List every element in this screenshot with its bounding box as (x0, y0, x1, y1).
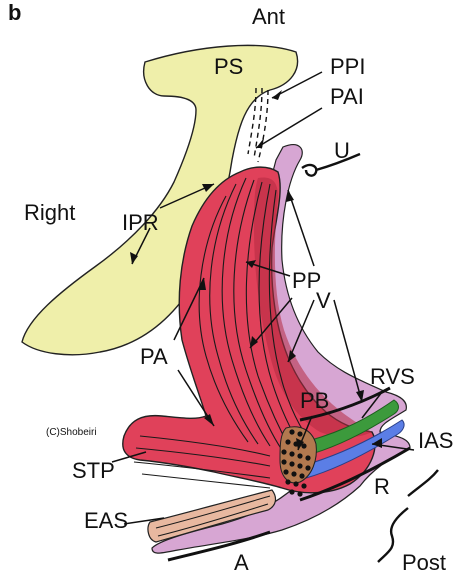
ant-label: Ant (252, 6, 285, 28)
panel-label: b (8, 2, 21, 24)
copyright-label: (C)Shobeiri (46, 428, 97, 438)
ppi-label: PPI (330, 56, 365, 78)
right-label: Right (24, 202, 75, 224)
pb-label: PB (300, 390, 329, 412)
ipr-label: IPR (122, 212, 159, 234)
post-label: Post (402, 552, 446, 574)
u-label: U (334, 140, 350, 162)
stp-label: STP (72, 460, 115, 482)
pa-label: PA (140, 346, 168, 368)
ias-label: IAS (418, 430, 453, 452)
urethra-mark (302, 154, 360, 176)
rvs-label: RVS (370, 366, 415, 388)
r-label: R (374, 476, 390, 498)
ps-label: PS (214, 56, 243, 78)
eas-label: EAS (84, 510, 128, 532)
v-label: V (316, 290, 331, 312)
pai-label: PAI (330, 86, 364, 108)
a-label: A (234, 552, 249, 574)
